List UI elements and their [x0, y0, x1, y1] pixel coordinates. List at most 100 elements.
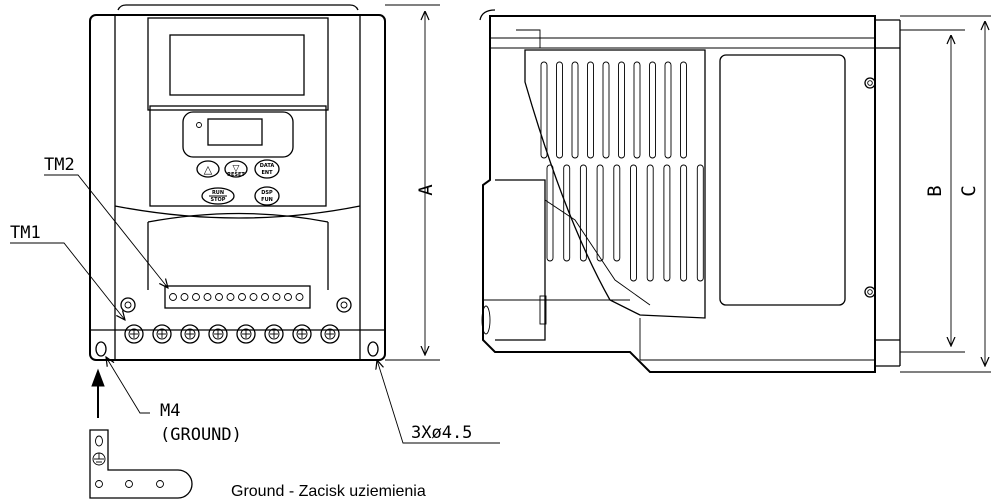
vent-slot: [680, 61, 687, 159]
cover-arc-inner: [147, 212, 329, 223]
vent-panel: [524, 49, 706, 319]
tm2-terminal-hole: [192, 293, 200, 301]
screw-head-icon: [184, 328, 196, 340]
housing-top-rim: [117, 4, 359, 11]
tm1-terminal-screw: [320, 324, 340, 344]
screw-head-icon: [156, 328, 168, 340]
mounting-hole-left: [95, 341, 107, 357]
vent-slot: [664, 61, 672, 159]
label-tm2: TM2: [44, 155, 168, 288]
key-run-label: RUN: [212, 190, 224, 196]
key-dsp-fun: DSP FUN: [254, 186, 280, 206]
tm1-terminal-screw: [208, 324, 228, 344]
label-m4-ground: M4 (GROUND): [106, 357, 242, 445]
tm1-terminal-screw: [180, 324, 200, 344]
tm2-terminal-hole: [215, 293, 223, 301]
key-down-reset: ▽ RESET: [224, 160, 248, 178]
tm2-terminal-hole: [272, 293, 281, 301]
dimension-b: B: [900, 29, 965, 353]
tm1-terminal-screws: [124, 324, 340, 344]
key-down-symbol: ▽: [233, 164, 240, 174]
tm1-terminal-screw: [152, 324, 172, 344]
front-view: △ ▽ RESET DATA ENT RUN STOP DSP FUN: [89, 4, 386, 361]
vent-slot: [540, 61, 548, 159]
dimension-a: A: [385, 4, 440, 361]
vent-slot: [696, 164, 704, 282]
corner-screw-left: [120, 297, 136, 313]
key-up: △: [196, 160, 220, 178]
dimension-c: C: [900, 15, 991, 373]
vent-slot: [563, 164, 571, 262]
vent-slot: [602, 61, 610, 159]
screw-head-icon: [268, 328, 280, 340]
key-data-ent: DATA ENT: [254, 159, 280, 179]
tm2-terminal-hole: [169, 293, 177, 301]
ground-caption: Ground - Zacisk uziemienia: [231, 483, 426, 500]
label-tm1: TM1: [10, 223, 125, 320]
side-view: [479, 9, 901, 373]
tm1-terminal-screw: [292, 324, 312, 344]
vent-slot: [663, 164, 671, 282]
side-housing-outline: [482, 15, 876, 373]
mounting-hole-right: [367, 341, 379, 357]
corner-screw-right: [336, 297, 352, 313]
tm2-terminal-hole: [295, 293, 304, 301]
tm2-label: TM2: [44, 155, 75, 175]
key-run-stop: RUN STOP: [201, 187, 235, 205]
key-ent-label: ENT: [261, 170, 273, 176]
vent-slot: [571, 61, 579, 159]
cover-arc-upper: [114, 205, 361, 219]
vent-slot: [646, 164, 654, 282]
dimension-a-label: A: [415, 184, 437, 196]
ground-bracket: [89, 429, 193, 499]
side-window: [719, 54, 846, 306]
status-led: [196, 122, 202, 128]
side-screw-bottom: [864, 286, 876, 298]
bracket-slot: [95, 435, 103, 447]
label-holes: 3Xø4.5: [377, 360, 500, 444]
front-housing-outline: [89, 14, 386, 361]
keypad-panel: [149, 105, 327, 207]
tm2-terminal-hole: [226, 293, 235, 301]
vent-slot: [680, 164, 688, 282]
key-reset-label: RESET: [227, 172, 245, 178]
keypad-frame: [182, 111, 294, 158]
tm1-terminal-screw: [236, 324, 256, 344]
vent-slot: [630, 164, 637, 282]
upper-panel: [147, 17, 329, 111]
tm2-terminal-hole: [180, 293, 189, 301]
tm1-terminal-screw: [264, 324, 284, 344]
vent-slot: [618, 61, 625, 159]
holes-label: 3Xø4.5: [411, 423, 472, 443]
display-window: [169, 34, 305, 96]
dimension-c-label: C: [958, 185, 980, 196]
screw-head-icon: [240, 328, 252, 340]
key-data-label: DATA: [260, 163, 275, 169]
ground-arrow: [91, 368, 105, 418]
vent-slots: [540, 61, 704, 282]
m4-label: M4: [160, 401, 180, 421]
tm2-terminal-holes: [169, 293, 304, 301]
dimension-b-label: B: [924, 185, 946, 196]
vent-slot: [613, 164, 621, 262]
key-dsp-label: DSP: [261, 190, 273, 196]
vent-slot: [556, 61, 563, 159]
key-fun-label: FUN: [261, 197, 273, 203]
screw-head-icon: [212, 328, 224, 340]
tm1-label: TM1: [10, 223, 41, 243]
tm1-terminal-screw: [124, 324, 144, 344]
vent-slot: [633, 61, 641, 159]
vent-slot: [546, 164, 554, 262]
vent-slot: [587, 61, 594, 159]
vent-slot: [649, 61, 656, 159]
side-screw-top: [864, 77, 876, 89]
side-cover-box: [495, 179, 546, 341]
led-display: [207, 118, 263, 146]
screw-head-icon: [296, 328, 308, 340]
tm2-terminal-hole: [284, 293, 292, 301]
screw-head-icon: [324, 328, 336, 340]
key-stop-label: STOP: [211, 197, 226, 203]
vent-slot: [596, 164, 604, 262]
